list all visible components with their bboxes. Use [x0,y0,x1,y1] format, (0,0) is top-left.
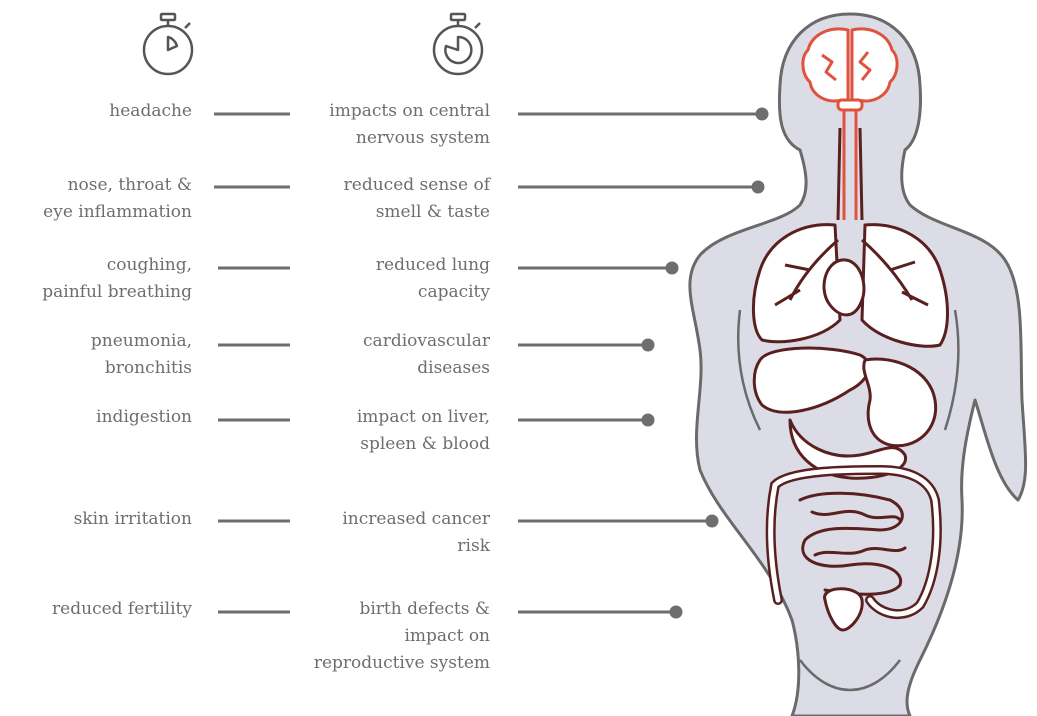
long-term-label-3: reduced lung capacity [376,252,490,306]
short-term-label-3: coughing, painful breathing [42,252,192,306]
connector-dot-7 [671,607,681,617]
connector-dot-5 [643,415,653,425]
long-term-label-7: birth defects & impact on reproductive s… [314,596,490,677]
long-term-label-4: cardiovascular diseases [363,328,490,382]
long-term-label-1: impacts on central nervous system [329,98,490,152]
short-term-label-4: pneumonia, bronchitis [91,328,192,382]
short-term-label-7: reduced fertility [52,596,192,623]
connector-dot-2 [753,182,763,192]
short-term-label-5: indigestion [96,404,192,431]
long-term-label-2: reduced sense of smell & taste [344,172,490,226]
long-term-label-5: impact on liver, spleen & blood [357,404,490,458]
short-term-label-2: nose, throat & eye inflammation [43,172,192,226]
connector-dot-6 [707,516,717,526]
short-term-label-6: skin irritation [74,506,192,533]
connector-dot-3 [667,263,677,273]
long-term-label-6: increased cancer risk [342,506,490,560]
short-term-label-1: headache [109,98,192,125]
connector-dot-1 [757,109,767,119]
connector-dot-4 [643,340,653,350]
